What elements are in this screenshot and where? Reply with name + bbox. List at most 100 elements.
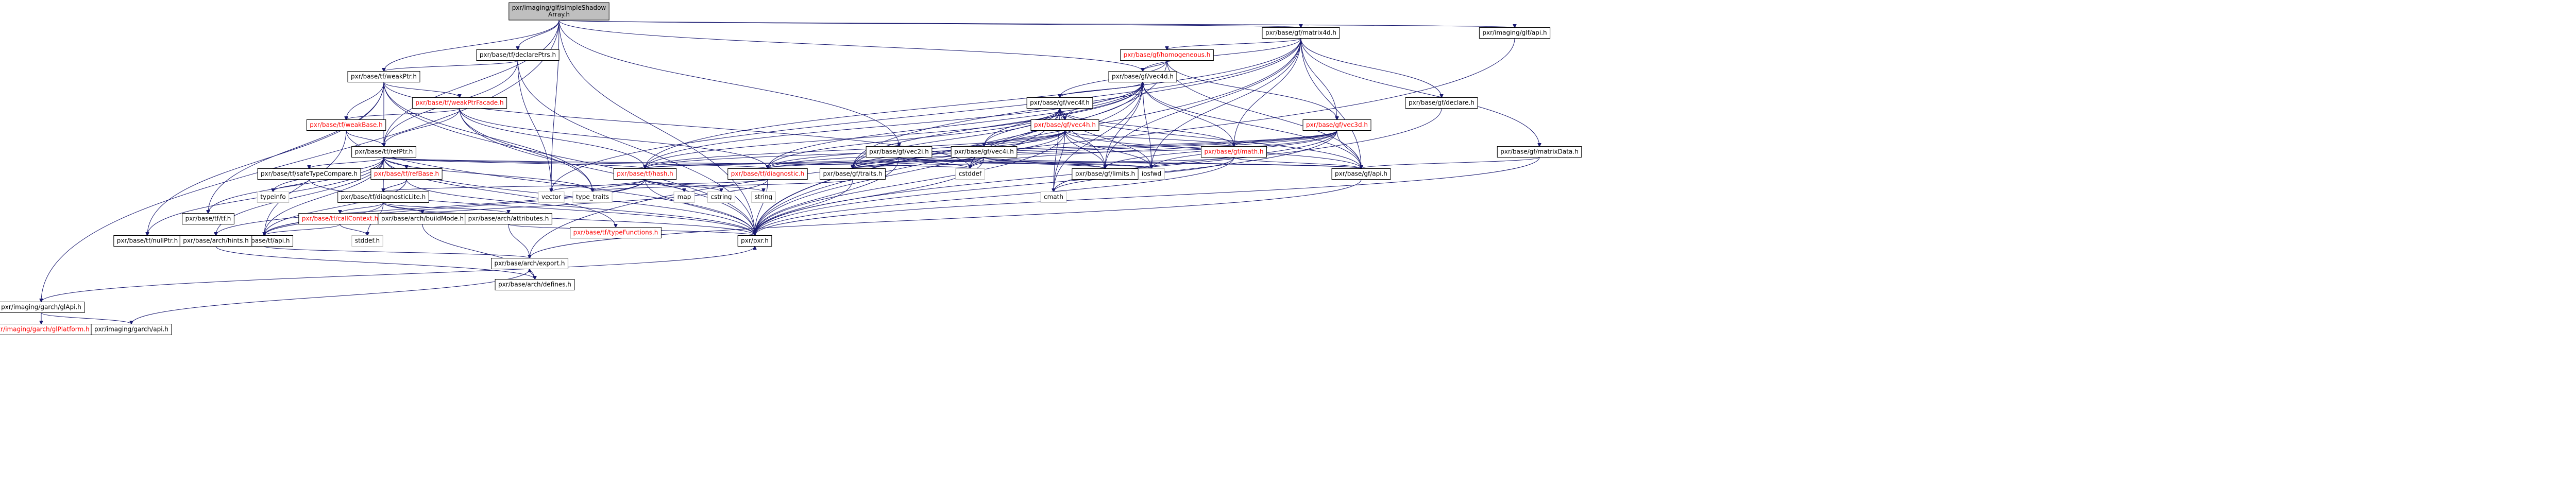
graph-node-gfApi[interactable]: pxr/base/gf/api.h [1331, 168, 1391, 180]
node-label: pxr/base/arch/export.h [495, 260, 565, 267]
graph-node-pxr[interactable]: pxr/pxr.h [737, 235, 772, 247]
graph-node-vec3d[interactable]: pxr/base/gf/vec3d.h [1302, 119, 1371, 131]
edge-vec4i-to-tfHash [645, 157, 985, 169]
edge-vec4h-to-vec4i [984, 130, 1065, 147]
graph-node-refBase[interactable]: pxr/base/tf/refBase.h [370, 168, 443, 180]
edge-matrix4d-to-tfHash [645, 38, 1301, 169]
graph-node-archDefines[interactable]: pxr/base/arch/defines.h [495, 279, 575, 290]
edge-refPtr-to-tfDiagnostic [383, 157, 768, 169]
node-label: pxr/base/tf/refBase.h [374, 170, 439, 178]
node-box [1030, 119, 1099, 131]
graph-node-archAttributes[interactable]: pxr/base/arch/attributes.h [465, 213, 552, 224]
graph-node-sTypeinfo[interactable]: typeinfo [257, 191, 290, 203]
node-box [0, 302, 85, 313]
node-box [707, 191, 736, 203]
edge-safeTypeCompare-to-sTypeinfo [273, 179, 310, 192]
node-box [1108, 71, 1177, 82]
graph-node-gfTraits[interactable]: pxr/base/gf/traits.h [820, 168, 886, 180]
edge-homogeneous-to-vec4d [1143, 60, 1167, 72]
edge-gfTraits-to-sTypeTraits [592, 179, 853, 192]
node-box [613, 168, 677, 180]
graph-node-callContext[interactable]: pxr/base/tf/callContext.h [298, 213, 382, 224]
graph-node-limits[interactable]: pxr/base/gf/limits.h [1072, 168, 1139, 180]
node-label: pxr/imaging/glf/api.h [1482, 29, 1547, 37]
graph-node-glfApi[interactable]: pxr/imaging/glf/api.h [1479, 27, 1551, 39]
graph-node-sTypeTraits[interactable]: type_traits [572, 191, 613, 203]
node-box [179, 235, 252, 247]
graph-node-refPtr[interactable]: pxr/base/tf/refPtr.h [351, 146, 416, 158]
edge-tfHash-to-sVector [551, 179, 646, 192]
node-label: cstddef [959, 170, 982, 178]
edge-vec3d-to-gfApi [1336, 130, 1361, 169]
graph-node-archExport[interactable]: pxr/base/arch/export.h [491, 258, 568, 269]
edge-matrix4d-to-vec3d [1300, 38, 1337, 120]
edge-vec4i-to-gfTraits [853, 157, 985, 169]
node-label: pxr/imaging/garch/glApi.h [1, 304, 81, 311]
edge-vec4h-to-pxr [755, 130, 1065, 236]
graph-node-sCstring[interactable]: cstring [707, 191, 736, 203]
edge-root-to-weakPtr [384, 20, 560, 72]
node-box [1072, 168, 1139, 180]
graph-node-vec4d[interactable]: pxr/base/gf/vec4d.h [1108, 71, 1177, 82]
node-label: pxr/base/tf/diagnostic.h [731, 170, 805, 178]
graph-node-sCstddef[interactable]: cstddef [955, 168, 985, 180]
graph-node-tfDiagnostic[interactable]: pxr/base/tf/diagnostic.h [727, 168, 808, 180]
graph-node-vec4h[interactable]: pxr/base/gf/vec4h.h [1030, 119, 1099, 131]
graph-node-vec4i[interactable]: pxr/base/gf/vec4i.h [951, 146, 1018, 158]
graph-node-sStddef[interactable]: stddef.h [351, 235, 383, 247]
node-label: typeinfo [260, 194, 285, 201]
graph-node-tfTf[interactable]: pxr/base/tf/tf.h [182, 213, 234, 224]
edge-vec4d-to-gfApi [1142, 82, 1361, 169]
graph-node-safeTypeCompare[interactable]: pxr/base/tf/safeTypeCompare.h [257, 168, 361, 180]
graph-node-weakPtrFacade[interactable]: pxr/base/tf/weakPtrFacade.h [412, 97, 507, 109]
graph-node-matrixData[interactable]: pxr/base/gf/matrixData.h [1497, 146, 1582, 158]
graph-node-archHints[interactable]: pxr/base/arch/hints.h [179, 235, 252, 247]
node-box [1138, 168, 1165, 180]
node-label: pxr/base/gf/matrixData.h [1500, 148, 1578, 155]
edge-refPtr-to-tfTf [208, 157, 384, 214]
edge-vec2i-to-pxr [755, 157, 900, 236]
graph-node-sMap[interactable]: map [673, 191, 695, 203]
graph-node-vec4f[interactable]: pxr/base/gf/vec4f.h [1026, 97, 1093, 109]
node-box [570, 227, 662, 238]
edge-diagnosticLite-to-pxr [383, 202, 755, 236]
edge-weakPtrFacade-to-weakBase [346, 108, 460, 120]
edge-vec4d-to-tfDiagnostic [768, 82, 1143, 169]
graph-node-gfDeclare[interactable]: pxr/base/gf/declare.h [1405, 97, 1478, 109]
graph-node-typeFunctions[interactable]: pxr/base/tf/typeFunctions.h [570, 227, 662, 238]
node-label: pxr/imaging/glf/simpleShadow [512, 4, 606, 11]
node-label: stddef.h [355, 237, 380, 245]
graph-node-vec2i[interactable]: pxr/base/gf/vec2i.h [866, 146, 933, 158]
edge-refBase-to-tfApi [264, 179, 407, 236]
node-box [351, 146, 416, 158]
graph-node-sVector[interactable]: vector [538, 191, 565, 203]
graph-node-homogeneous[interactable]: pxr/base/gf/homogeneous.h [1120, 49, 1214, 61]
edge-root-to-vec2i [558, 20, 899, 147]
graph-node-garchApi[interactable]: pxr/imaging/garch/api.h [91, 324, 172, 335]
edge-callContext-to-sStddef [340, 224, 367, 236]
node-box [673, 191, 695, 203]
node-label: pxr/base/arch/defines.h [498, 281, 571, 288]
edge-gfMath-to-pxr [755, 157, 1234, 236]
graph-node-gfMath[interactable]: pxr/base/gf/math.h [1200, 146, 1267, 158]
edge-tfHash-to-sMap [645, 179, 684, 192]
graph-node-nullPtr[interactable]: pxr/base/tf/nullPtr.h [113, 235, 181, 247]
edge-tfApi-to-archExport [264, 246, 530, 258]
edge-weakPtrFacade-to-tfDiagnostic [459, 108, 768, 169]
node-box [347, 71, 420, 82]
graph-node-matrix4d[interactable]: pxr/base/gf/matrix4d.h [1262, 27, 1340, 39]
graph-node-buildMode[interactable]: pxr/base/arch/buildMode.h [378, 213, 467, 224]
graph-node-tfHash[interactable]: pxr/base/tf/hash.h [613, 168, 677, 180]
graph-node-glPlatform[interactable]: pxr/imaging/garch/glPlatform.h [0, 324, 93, 335]
graph-node-glApi[interactable]: pxr/imaging/garch/glApi.h [0, 302, 85, 313]
graph-node-sIosfwd[interactable]: iosfwd [1138, 168, 1165, 180]
node-label: pxr/base/tf/weakPtr.h [351, 73, 417, 80]
graph-node-diagnosticLite[interactable]: pxr/base/tf/diagnosticLite.h [337, 191, 429, 203]
graph-node-weakPtr[interactable]: pxr/base/tf/weakPtr.h [347, 71, 420, 82]
graph-node-sCmath[interactable]: cmath [1040, 191, 1067, 203]
graph-node-sString[interactable]: string [751, 191, 776, 203]
graph-node-declarePtrs[interactable]: pxr/base/tf/declarePtrs.h [476, 49, 560, 61]
graph-node-weakBase[interactable]: pxr/base/tf/weakBase.h [306, 119, 386, 131]
